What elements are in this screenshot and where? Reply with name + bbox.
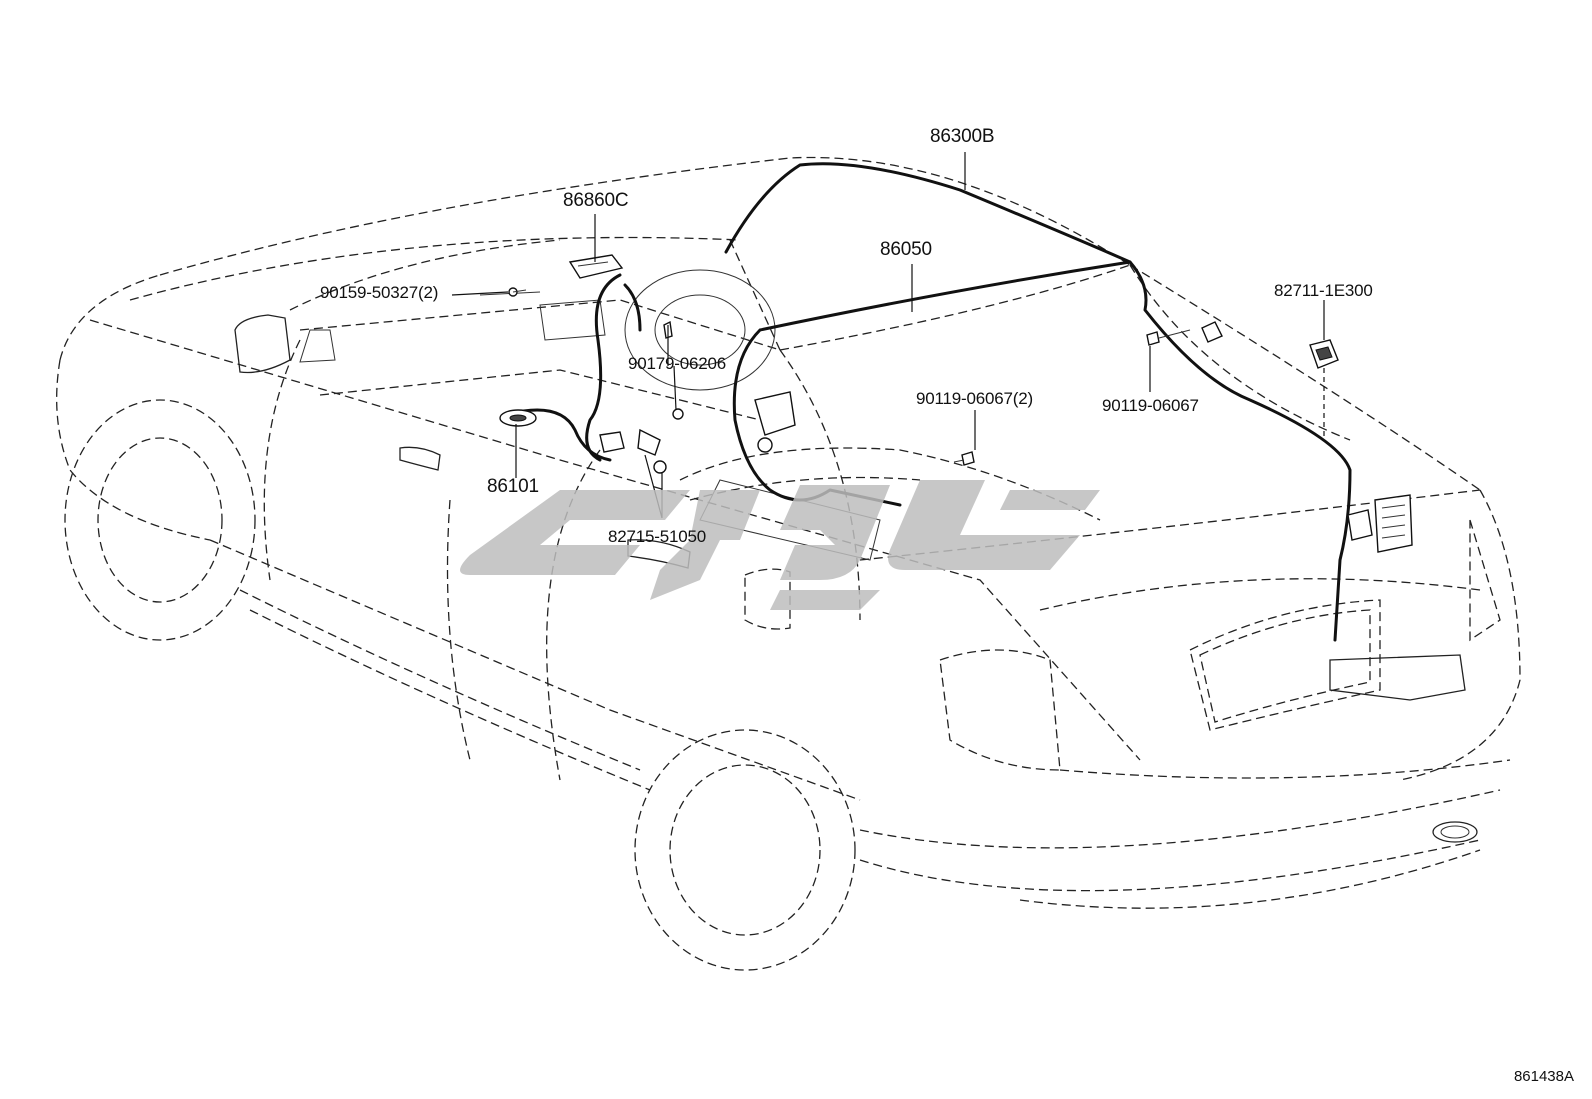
part-label-90119-06067: 90119-06067: [1102, 396, 1199, 415]
antenna-cord-86050: [732, 260, 1132, 507]
front-wheel: [64, 399, 256, 641]
part-90179-nut: [663, 320, 684, 420]
part-label-82711-1E300: 82711-1E300: [1274, 281, 1373, 300]
part-label-90119-06067-2: 90119-06067(2): [916, 389, 1033, 408]
rear-wheel: [634, 729, 856, 971]
part-label-90159-50327: 90159-50327(2): [320, 283, 439, 302]
part-label-86860C: 86860C: [563, 190, 629, 211]
front-harness: [503, 273, 642, 462]
figure-code: 861438A: [1513, 1068, 1574, 1085]
part-label-90179-06206: 90179-06206: [628, 354, 727, 373]
watermark-logo: [460, 480, 1100, 610]
part-90159-bolt: [508, 287, 527, 297]
part-label-86300B: 86300B: [930, 126, 995, 147]
rear-bumper-block: [1329, 654, 1466, 701]
rear-window-antenna-element: [1347, 494, 1413, 553]
part-90119-bolt-left: [953, 451, 975, 466]
part-label-86101: 86101: [487, 476, 539, 497]
part-label-82715-51050: 82715-51050: [608, 527, 707, 546]
part-86101-speaker: [499, 409, 537, 427]
part-90119-bolt-right: [1146, 321, 1223, 346]
part-82711-connector: [1309, 339, 1339, 369]
car-body-outline: [56, 156, 1521, 909]
part-86860C-amplifier: [568, 254, 624, 279]
part-label-86050: 86050: [880, 239, 932, 260]
part-82715-clamp: [599, 428, 667, 474]
antenna-cord-86300B: [724, 162, 1352, 642]
antenna-base: [754, 391, 796, 453]
